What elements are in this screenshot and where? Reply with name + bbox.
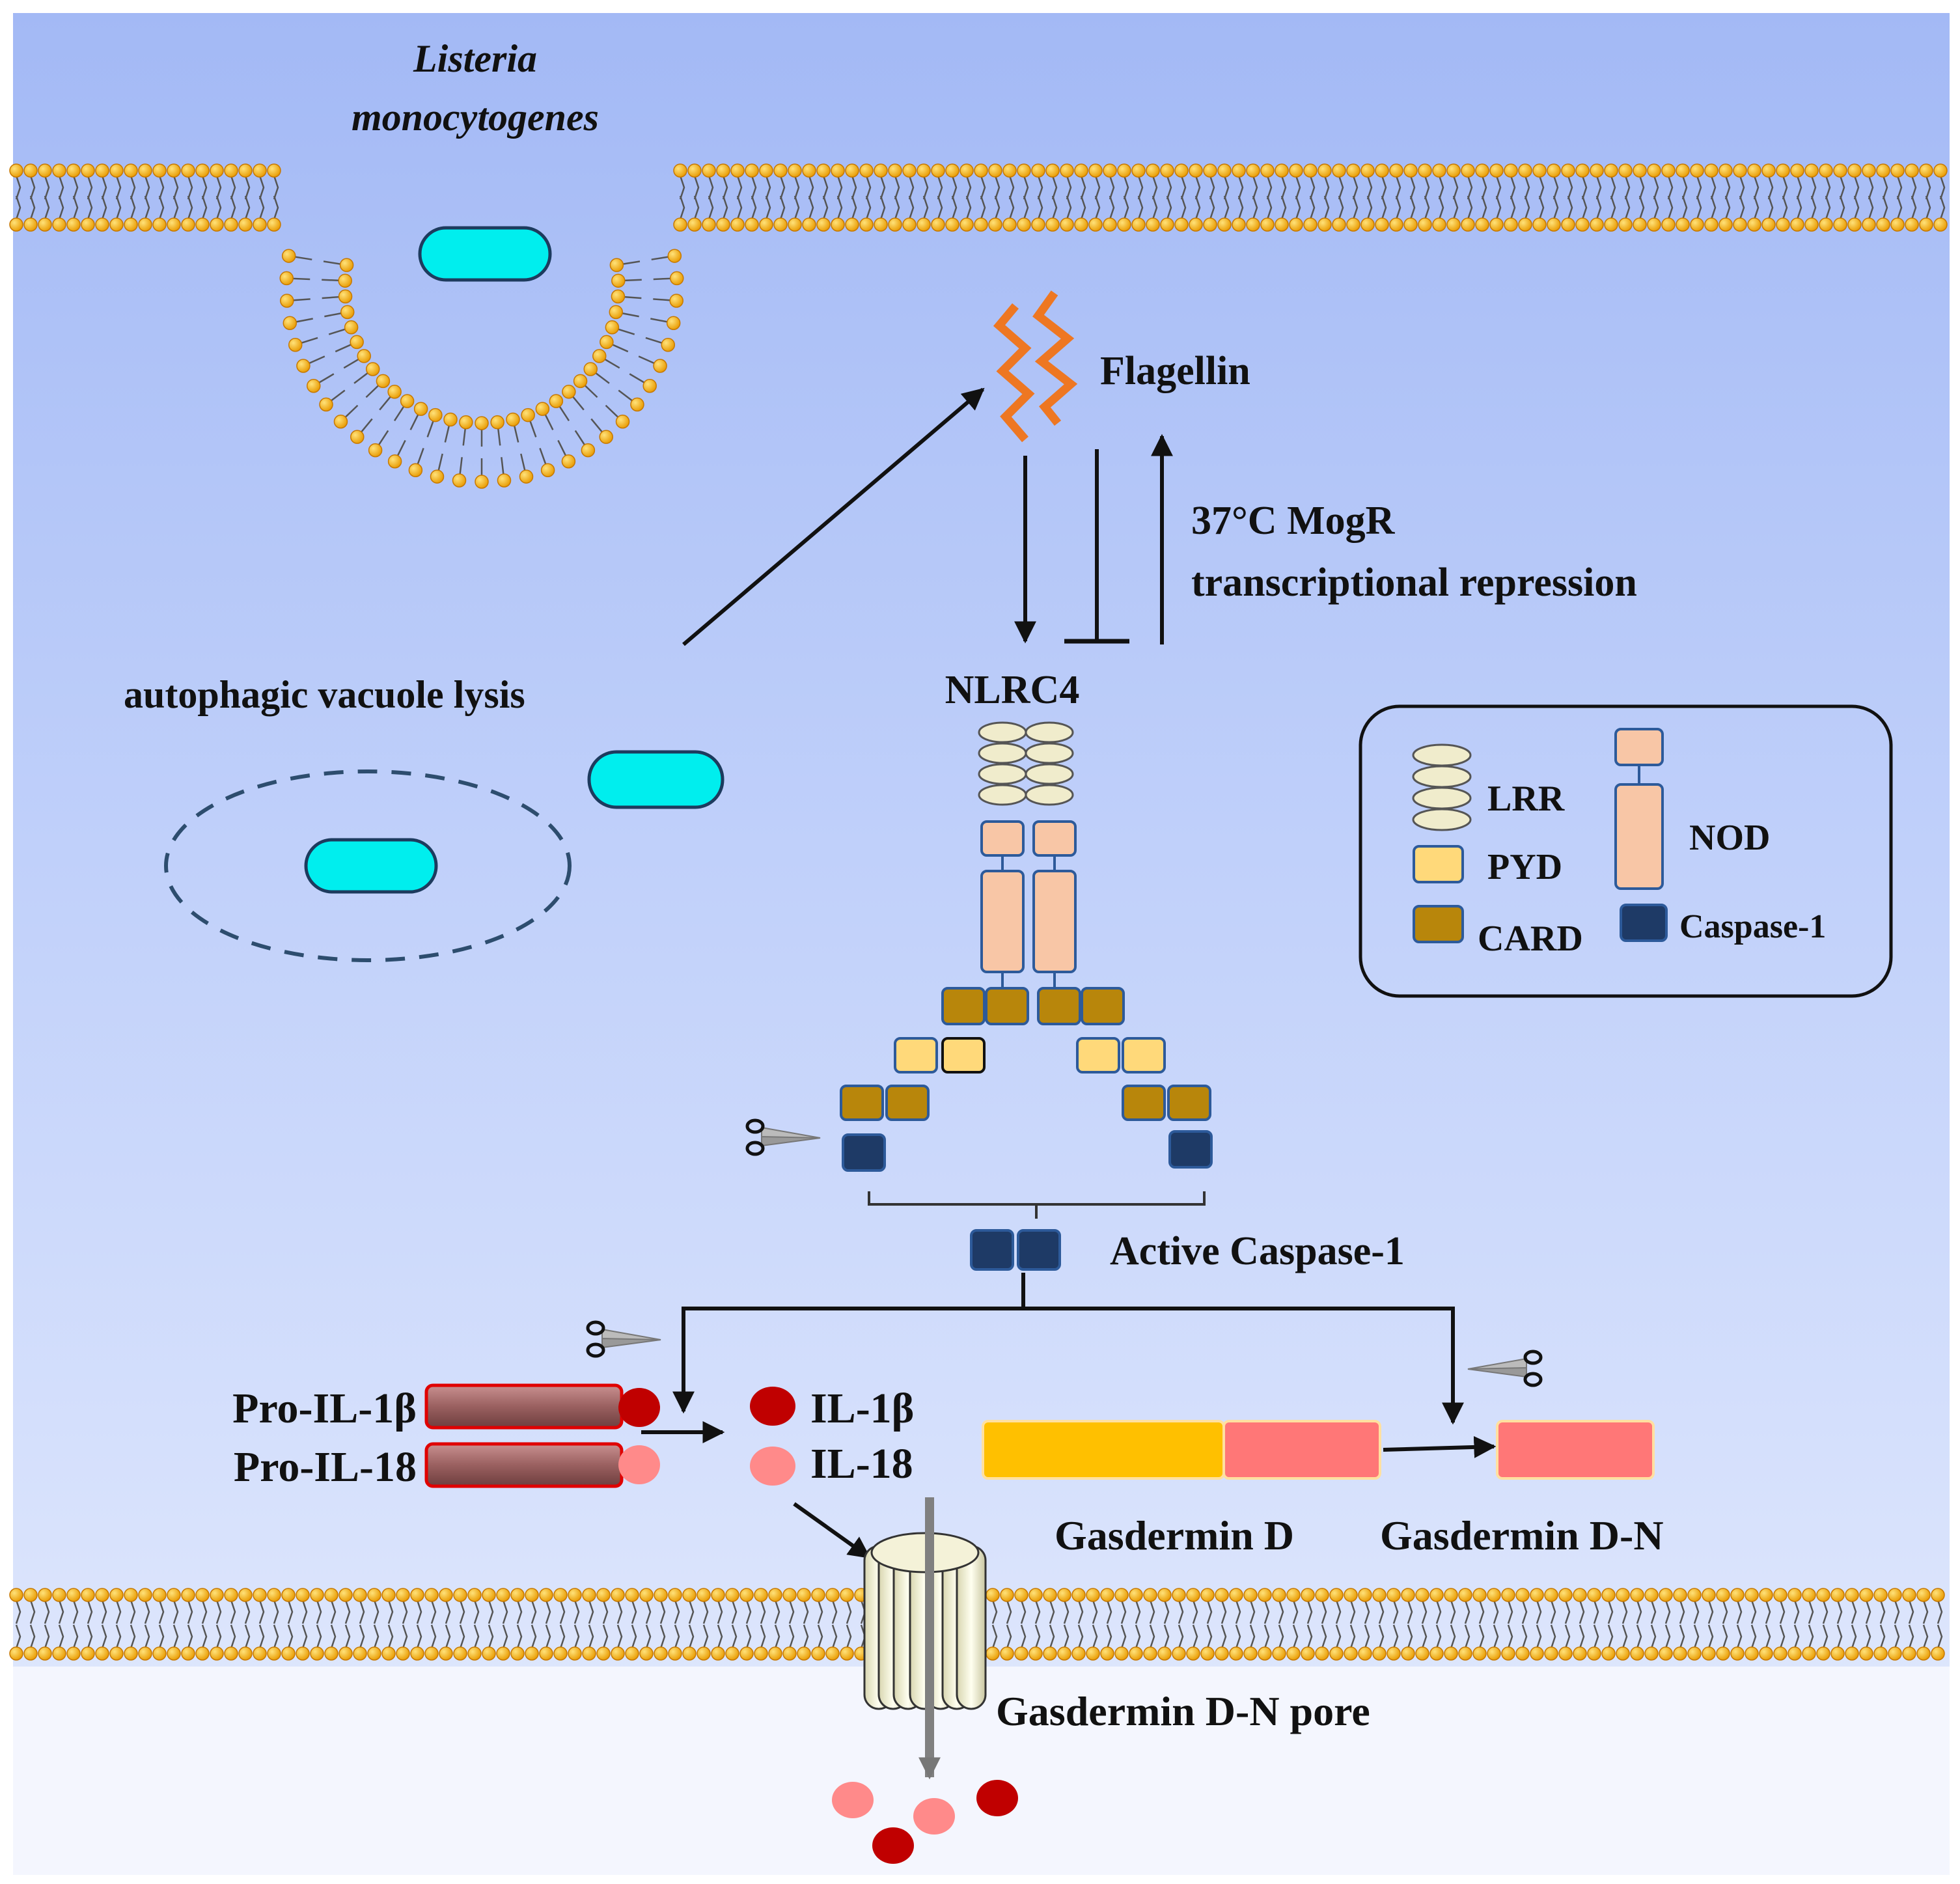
scissors-icon <box>745 1118 821 1156</box>
gasdermin-d-label: Gasdermin D <box>1055 1512 1294 1558</box>
legend-lrr-label: LRR <box>1487 779 1565 819</box>
legend-caspase-label: Caspase-1 <box>1679 908 1826 945</box>
scissors-icon <box>586 1320 661 1358</box>
il18-label: IL-18 <box>810 1440 913 1488</box>
card-domain <box>985 987 1029 1025</box>
pyd-domain <box>1076 1037 1120 1074</box>
gasdermin-dn-fragment <box>1496 1420 1655 1480</box>
gasdermin-n-terminal <box>1222 1420 1381 1480</box>
pyd-domain <box>1122 1037 1166 1074</box>
il-to-pore-arrow <box>793 1502 871 1559</box>
repression-label-line1: 37°C MogR <box>1191 499 1396 543</box>
nod-swatch <box>1614 783 1664 890</box>
gasdermin-dn-label: Gasdermin D-N <box>1380 1512 1664 1558</box>
pyd-domain <box>941 1037 986 1074</box>
lrr-swatch <box>1412 743 1472 831</box>
lrr-domain <box>1025 784 1074 806</box>
lrr-domain <box>978 763 1027 785</box>
legend-box <box>1359 704 1893 998</box>
caspase-to-gasdermin-arrow <box>1023 1307 1464 1425</box>
legend-pyd-label: PYD <box>1487 847 1562 887</box>
pro-il18-label: Pro-IL-18 <box>234 1443 417 1491</box>
lysis-to-flagellin-arrow <box>682 387 985 646</box>
gasdermin-c-terminal <box>982 1420 1225 1480</box>
cell-membranes <box>9 163 1948 1661</box>
nod-domain <box>980 820 1025 857</box>
pore-label: Gasdermin D-N pore <box>996 1688 1370 1734</box>
released-il1b <box>976 1780 1018 1816</box>
card-domain <box>840 1085 884 1121</box>
active-caspase-subunit <box>1017 1229 1061 1271</box>
autophagic-lysis-label: autophagic vacuole lysis <box>124 673 525 716</box>
caspase-domain <box>842 1133 886 1172</box>
il1b-label: IL-1β <box>810 1385 914 1432</box>
gasdermin-cleavage-arrow <box>1383 1435 1497 1458</box>
active-caspase-label: Active Caspase-1 <box>1110 1229 1405 1273</box>
card-domain <box>1167 1085 1211 1121</box>
card-domain <box>1037 987 1081 1025</box>
pro-il1b-precursor <box>424 1383 624 1430</box>
pyd-swatch <box>1413 845 1464 883</box>
lrr-domain <box>1025 742 1074 764</box>
legend-card-label: CARD <box>1478 919 1583 959</box>
assembly-bracket <box>868 1191 1206 1219</box>
lrr-domain <box>978 721 1027 743</box>
caspase-to-pro-il-arrow <box>672 1273 1025 1414</box>
card-domain <box>885 1085 930 1121</box>
nod-domain <box>1032 820 1077 857</box>
nod-domain <box>1032 870 1077 973</box>
lrr-domain <box>1025 721 1074 743</box>
pro-il1b-label: Pro-IL-1β <box>232 1385 417 1432</box>
caspase-domain <box>1168 1130 1213 1169</box>
card-domain <box>1081 987 1125 1025</box>
il18-domain <box>618 1445 660 1484</box>
bacterium-released <box>587 750 725 809</box>
active-caspase-subunit <box>970 1229 1014 1271</box>
lrr-domain <box>978 742 1027 764</box>
nod-swatch-small <box>1614 728 1664 766</box>
repression-label-line2: transcriptional repression <box>1191 561 1637 605</box>
pyd-domain <box>894 1037 938 1074</box>
nlrc4-label: NLRC4 <box>945 668 1080 712</box>
released-il1b <box>872 1827 914 1864</box>
flagellin-label: Flagellin <box>1100 349 1250 393</box>
pore-subunit <box>956 1545 987 1710</box>
nod-domain <box>980 870 1025 973</box>
caspase-swatch <box>1620 904 1668 942</box>
repression-inhibitor <box>1064 449 1129 644</box>
card-swatch <box>1413 905 1464 943</box>
il18-molecule <box>750 1447 795 1486</box>
card-domain <box>941 987 986 1025</box>
bacterium-in-vacuole <box>304 838 438 894</box>
bacterium-entering <box>418 226 552 282</box>
nlrc4-complex <box>840 721 1213 1172</box>
released-il18 <box>913 1798 955 1835</box>
pro-il18-precursor <box>424 1442 624 1488</box>
autophagic-vacuole <box>164 769 572 962</box>
flagellin-icon <box>993 290 1078 443</box>
scissors-icon <box>1467 1350 1543 1387</box>
listeria-label-line2: monocytogenes <box>352 96 599 139</box>
lrr-domain <box>978 784 1027 806</box>
card-domain <box>1122 1085 1166 1121</box>
il1b-domain <box>618 1388 660 1427</box>
lrr-domain <box>1025 763 1074 785</box>
released-il18 <box>832 1782 874 1818</box>
legend-nod-label: NOD <box>1689 818 1770 858</box>
il1b-molecule <box>750 1387 795 1426</box>
listeria-label-line1: Listeria <box>413 37 537 80</box>
